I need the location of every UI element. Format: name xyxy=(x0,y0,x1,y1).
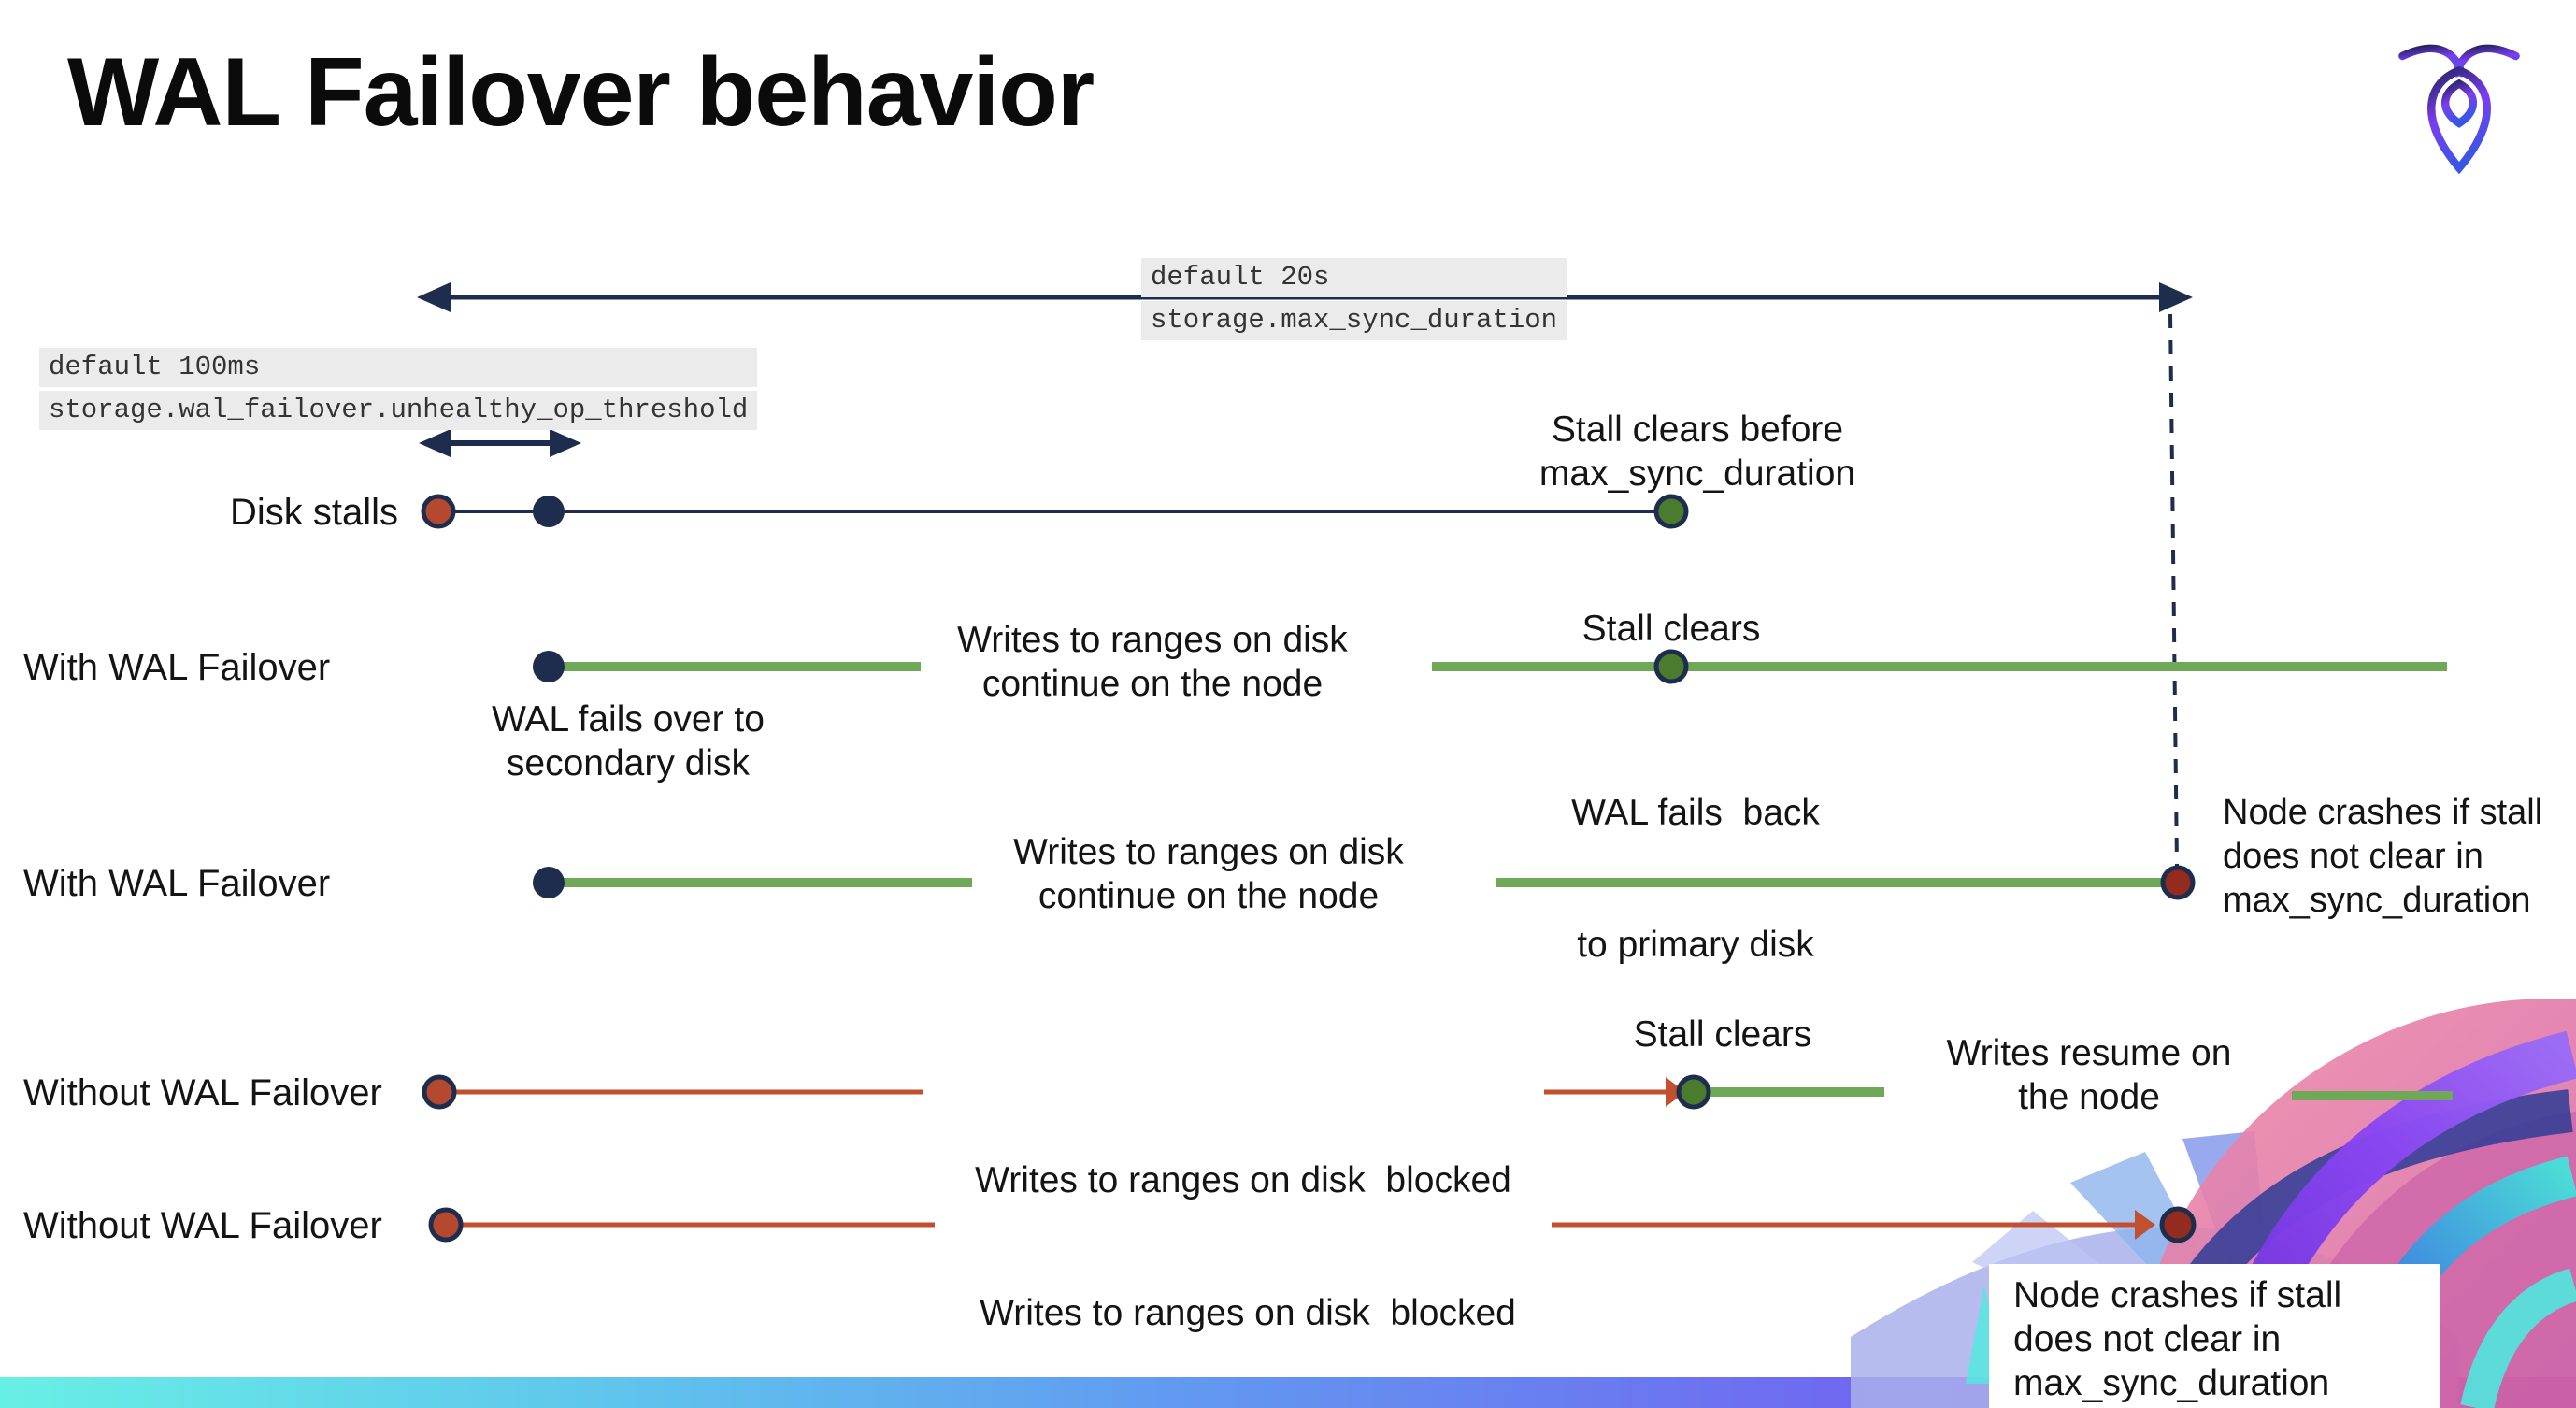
annotation-line: max_sync_duration xyxy=(2013,1363,2330,1403)
annotation-line: Writes to ranges on disk blocked xyxy=(975,1160,1511,1200)
row-label-with-wal-failover-2: With WAL Failover xyxy=(23,863,331,904)
annotation-node-crashes-1: Node crashes if stall does not clear in … xyxy=(2223,791,2576,923)
threshold-label: default 100ms storage.wal_failover.unhea… xyxy=(39,348,758,430)
annotation-line: WAL fails over to xyxy=(492,699,765,740)
dashed-deadline-line xyxy=(2168,313,2179,867)
annotation-node-crashes-2: Node crashes if stall does not clear in … xyxy=(1989,1264,2440,1408)
setting-name: storage.max_sync_duration xyxy=(1141,301,1567,340)
disk-stall-start-dot xyxy=(421,494,456,529)
arrow-right-head xyxy=(550,429,581,457)
annotation-stall-clears-2: Stall clears xyxy=(1582,1013,1863,1056)
cockroachdb-logo-icon xyxy=(2398,44,2520,175)
failover-dot xyxy=(533,867,565,898)
annotation-line: max_sync_duration xyxy=(2223,881,2531,920)
arrow-left-head xyxy=(419,429,451,457)
annotation-wal-fails-back: WAL fails back to primary disk xyxy=(1462,703,1929,1055)
row-label-without-wal-failover-1: Without WAL Failover xyxy=(23,1072,382,1113)
annotation-line: Writes resume on xyxy=(1946,1033,2232,1073)
page-title: WAL Failover behavior xyxy=(67,38,1095,147)
annotation-line: Writes to ranges on disk xyxy=(957,620,1348,660)
art-teal-arc-small xyxy=(2460,1268,2576,1408)
annotation-line: Stall clears xyxy=(1633,1014,1812,1055)
stall-clears-dot xyxy=(1653,494,1689,529)
annotation-line: to primary disk xyxy=(1577,925,1814,965)
annotation-line: max_sync_duration xyxy=(1538,453,1856,494)
failover-dot xyxy=(533,651,565,682)
arrow-right-head xyxy=(2159,282,2193,312)
disk-stall-start-dot xyxy=(422,1074,457,1110)
arrow-right-head xyxy=(1666,1077,1685,1107)
annotation-writes-continue-2: Writes to ranges on disk continue on the… xyxy=(975,830,1442,918)
row-label-with-wal-failover-1: With WAL Failover xyxy=(23,647,331,688)
arrow-right-head xyxy=(2135,1210,2155,1240)
annotation-line: continue on the node xyxy=(981,664,1324,704)
disk-stall-start-dot xyxy=(428,1207,464,1243)
annotation-line: Node crashes if stall xyxy=(2013,1275,2342,1315)
annotation-writes-resume: Writes resume on the node xyxy=(1855,1031,2323,1119)
annotation-line: Stall clears before xyxy=(1551,409,1844,450)
annotation-stall-clears-1: Stall clears xyxy=(1531,607,1811,651)
max-sync-duration-label: default 20s storage.max_sync_duration xyxy=(1141,258,1567,340)
row-label-without-wal-failover-2: Without WAL Failover xyxy=(23,1205,382,1246)
annotation-line: does not clear in xyxy=(2223,837,2483,876)
setting-name: storage.wal_failover.unhealthy_op_thresh… xyxy=(39,391,758,430)
annotation-line: Writes to ranges on disk xyxy=(1013,832,1404,872)
stall-clears-dot xyxy=(1653,649,1689,684)
annotation-line: does not clear in xyxy=(2013,1319,2282,1359)
annotation-line: WAL fails back xyxy=(1571,793,1820,833)
annotation-writes-blocked-1: Writes to ranges on disk blocked xyxy=(944,1070,1542,1290)
setting-default-value: default 20s xyxy=(1141,258,1567,297)
setting-default-value: default 100ms xyxy=(39,348,758,387)
row-label-disk-stalls: Disk stalls xyxy=(230,492,399,533)
node-crash-dot xyxy=(2160,865,2196,900)
annotation-writes-blocked-2: Writes to ranges on disk blocked xyxy=(949,1203,1547,1408)
annotation-writes-continue-1: Writes to ranges on disk continue on the… xyxy=(919,618,1386,706)
annotation-line: Stall clears xyxy=(1581,609,1761,649)
annotation-line: Node crashes if stall xyxy=(2223,793,2543,832)
node-crash-dot xyxy=(2159,1206,2197,1243)
annotation-line: Writes to ranges on disk blocked xyxy=(980,1293,1516,1333)
stall-clears-dot xyxy=(1676,1074,1711,1110)
annotation-wal-fails-over: WAL fails over to secondary disk xyxy=(394,697,862,785)
annotation-line: the node xyxy=(2018,1077,2160,1117)
arrow-left-head xyxy=(417,282,451,312)
annotation-line: continue on the node xyxy=(1038,876,1380,916)
annotation-stall-clears-before: Stall clears before max_sync_duration xyxy=(1464,408,1931,496)
threshold-reached-dot xyxy=(533,496,565,527)
annotation-line: secondary disk xyxy=(506,743,751,783)
